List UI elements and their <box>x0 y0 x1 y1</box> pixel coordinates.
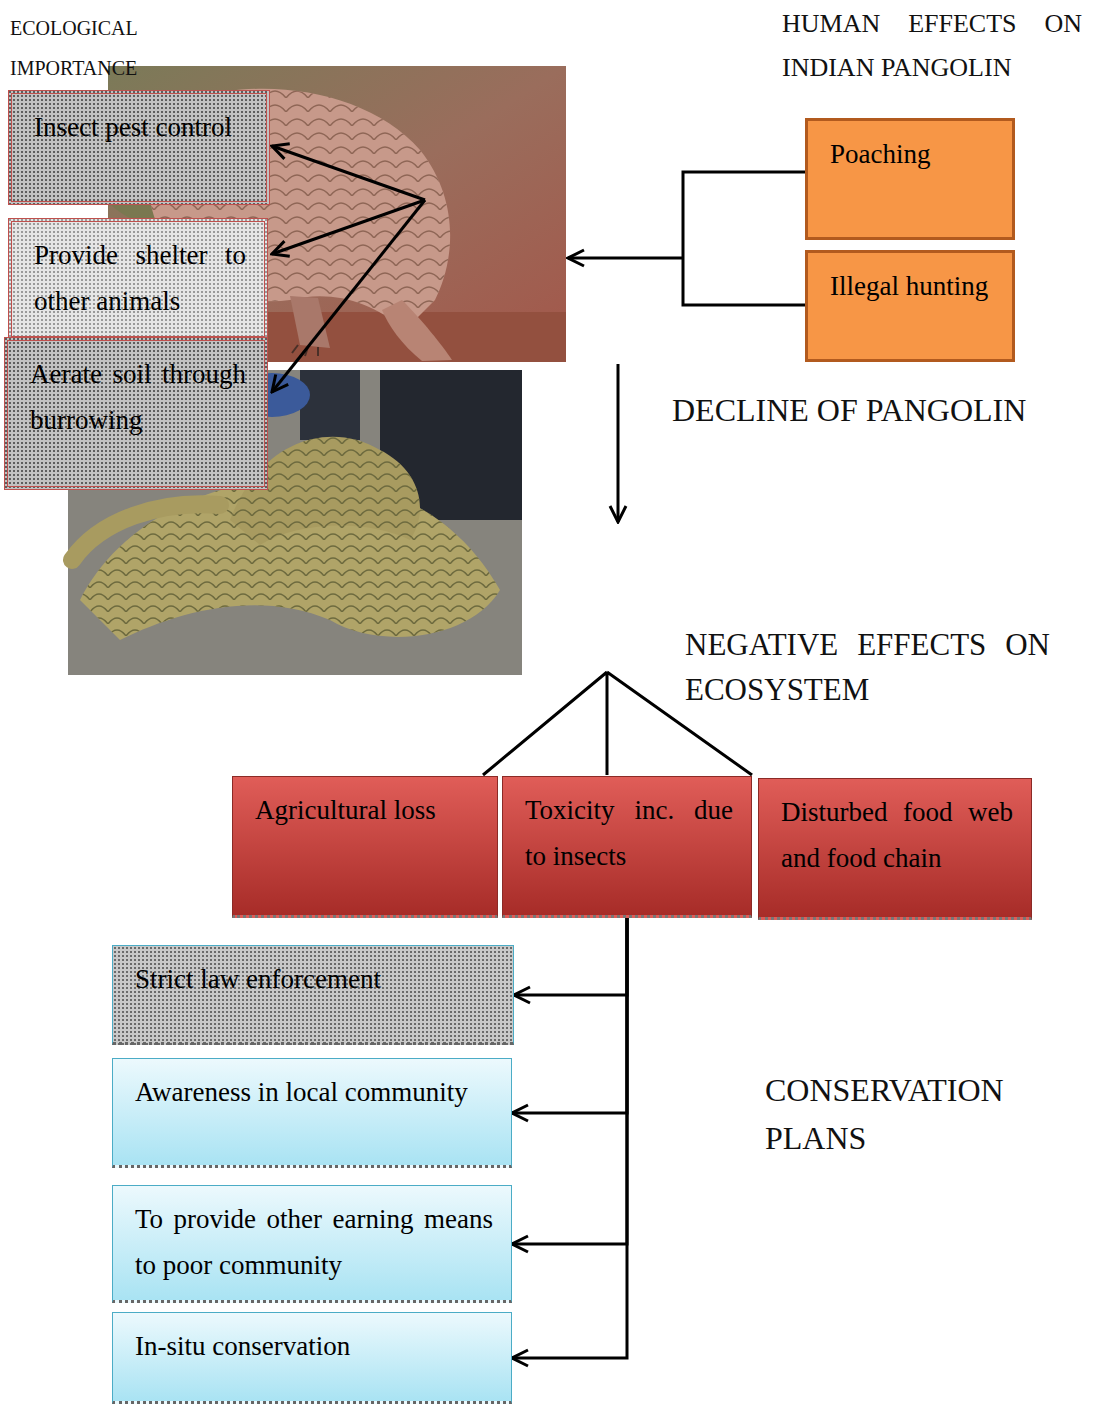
box-text: To provide other earning means to poor c… <box>135 1196 493 1288</box>
pangolin-body <box>80 479 500 640</box>
box-text: Agricultural loss <box>255 787 479 833</box>
box-text: Toxicity inc. due to insects <box>525 787 733 879</box>
leader-arrow <box>272 200 425 392</box>
effect-box: Toxicity inc. due to insects <box>502 776 752 918</box>
box-text: Insect pest control <box>34 104 248 150</box>
person-legs <box>300 370 360 440</box>
connector-arrow <box>512 918 627 1358</box>
plan-box: To provide other earning means to poor c… <box>112 1185 512 1303</box>
plan-box: Strict law enforcement <box>112 945 514 1045</box>
box-text: Aerate soil through burrowing <box>30 351 246 443</box>
box-text: Poaching <box>830 131 994 177</box>
box-text: Illegal hunting <box>830 263 994 309</box>
box-text: Disturbed food web and food chain <box>781 789 1013 881</box>
heading-label: NEGATIVE EFFECTS ON ECOSYSTEM <box>685 622 1050 712</box>
heading-label: HUMAN EFFECTS ON INDIAN PANGOLIN <box>782 2 1082 90</box>
pangolin-claws <box>292 345 318 356</box>
plan-box: Awareness in local community <box>112 1058 512 1168</box>
effect-box: Disturbed food web and food chain <box>758 778 1032 920</box>
pangolin-tail <box>72 504 220 560</box>
box-text: In-situ conservation <box>135 1323 493 1369</box>
threat-box: Poaching <box>805 118 1015 240</box>
effect-box: Agricultural loss <box>232 776 498 918</box>
pangolin-head <box>382 300 452 361</box>
bracket <box>683 172 805 305</box>
importance-box: Provide shelter to other animals <box>8 218 268 340</box>
heading-label: DECLINE OF PANGOLIN <box>672 388 1026 432</box>
heading-label: CONSERVATION PLANS <box>765 1066 1065 1162</box>
person-legs <box>380 370 522 520</box>
plan-box: In-situ conservation <box>112 1312 512 1404</box>
leader-arrow <box>568 257 683 260</box>
box-text: Strict law enforcement <box>135 956 495 1002</box>
box-text: Provide shelter to other animals <box>34 232 246 324</box>
heading-label: ECOLOGICAL IMPORTANCE <box>10 8 200 88</box>
importance-box: Insect pest control <box>8 90 270 205</box>
decline-arrow <box>617 364 620 522</box>
leader-arrow <box>272 146 425 200</box>
leader-arrow <box>272 200 425 254</box>
connector-arrow <box>512 918 627 1113</box>
pangolin-scales <box>80 479 500 640</box>
importance-box: Aerate soil through burrowing <box>4 337 268 490</box>
threat-box: Illegal hunting <box>805 250 1015 362</box>
connector-arrow <box>512 918 627 1244</box>
box-text: Awareness in local community <box>135 1069 493 1115</box>
connector-arrow <box>514 918 627 995</box>
pangolin-leg <box>290 296 330 348</box>
